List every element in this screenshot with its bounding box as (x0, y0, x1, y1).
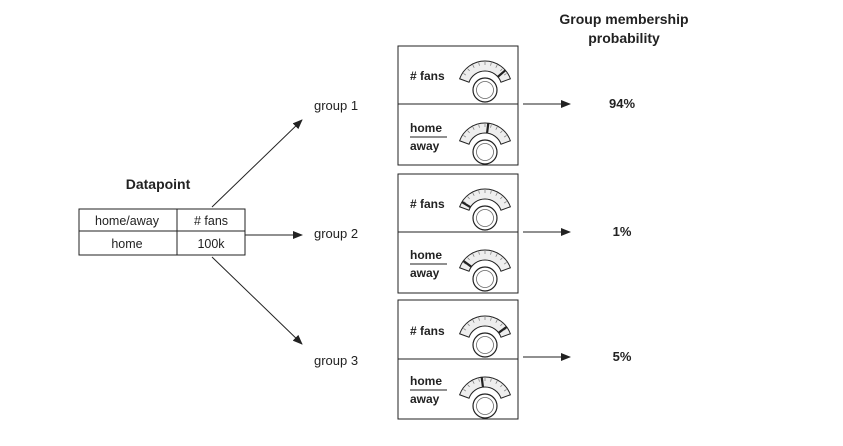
dial-gauge-icon (458, 188, 512, 231)
arrow-to-group-1 (211, 119, 303, 208)
datapoint-value-home-away: home (111, 237, 142, 251)
group-1-away-label: away (410, 139, 440, 153)
group-3-panel: # fans home away (397, 299, 519, 420)
group-2-panel: # fans home away (397, 173, 519, 294)
datapoint-title: Datapoint (126, 176, 191, 192)
datapoint-header-fans: # fans (194, 214, 228, 228)
group-1-fans-label: # fans (410, 69, 445, 83)
probability-heading-line1: Group membership (559, 11, 688, 27)
group-2-away-label: away (410, 266, 440, 280)
datapoint-block: Datapoint home/away # fans home 100k (78, 176, 246, 256)
group-2-fans-label: # fans (410, 197, 445, 211)
group-1-panel: # fans home away (397, 45, 519, 166)
datapoint-table: home/away # fans home 100k (78, 208, 246, 256)
group-2-home-label: home (410, 248, 442, 262)
group-1-label: group 1 (314, 98, 358, 113)
group-3-fans-label: # fans (410, 324, 445, 338)
group-3-probability: 5% (613, 349, 632, 364)
dial-gauge-icon (458, 315, 512, 358)
datapoint-value-fans: 100k (197, 237, 225, 251)
group-2-label: group 2 (314, 226, 358, 241)
arrow-to-group-3 (211, 256, 303, 345)
dial-gauge-icon (458, 376, 512, 419)
probability-heading-line2: probability (588, 30, 660, 46)
group-2-probability: 1% (613, 224, 632, 239)
dial-gauge-icon (458, 249, 512, 292)
dial-gauge-icon (458, 122, 512, 165)
group-1-probability: 94% (609, 96, 635, 111)
dial-gauge-icon (458, 60, 512, 103)
datapoint-header-home-away: home/away (95, 214, 160, 228)
group-1-home-label: home (410, 121, 442, 135)
group-3-away-label: away (410, 392, 440, 406)
group-3-label: group 3 (314, 353, 358, 368)
group-3-home-label: home (410, 374, 442, 388)
